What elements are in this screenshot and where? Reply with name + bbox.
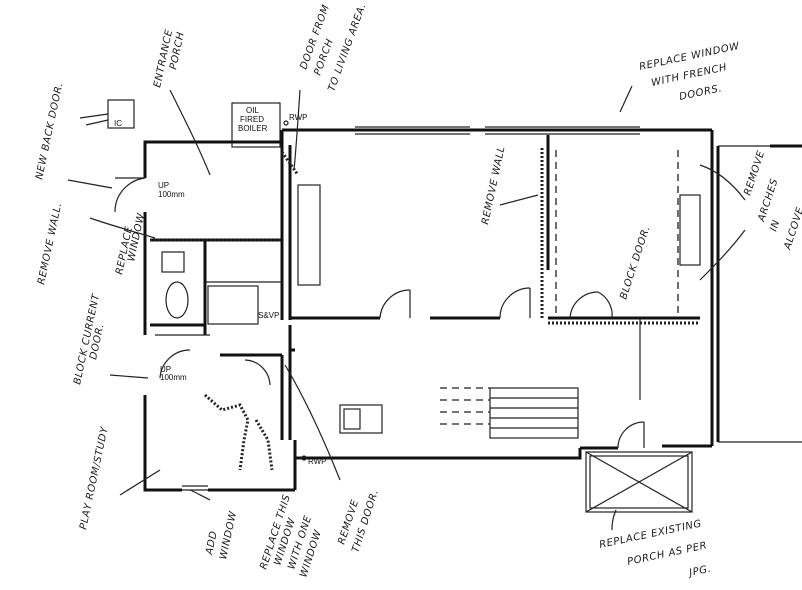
note-arches-4: ALCOVE (782, 206, 802, 252)
note-arches-2: ARCHES (756, 177, 781, 224)
oil-label-3: BOILER (238, 124, 268, 133)
note-play-room: PLAY ROOM/STUDY (78, 425, 111, 530)
hatched-removals (150, 148, 698, 471)
note-remove-door-2: THIS DOOR. (350, 488, 381, 554)
note-add-window-2: WINDOW (218, 510, 239, 561)
interior-walls (150, 135, 700, 440)
porch (585, 451, 693, 513)
note-replace-porch-3: JPG. (686, 564, 712, 580)
ic-label: IC (114, 119, 122, 128)
note-arches-3: IN (768, 218, 782, 232)
note-new-back-door: NEW BACK DOOR. (34, 81, 65, 180)
up-label-2: 100mm (158, 190, 185, 199)
rwp-bottom-marker (301, 455, 307, 461)
doors (114, 177, 645, 449)
note-replace-porch-2: PORCH AS PER (626, 540, 708, 568)
note-arches-1: REMOVE (742, 149, 767, 197)
note-remove-wall-left: REMOVE WALL. (36, 201, 64, 285)
outer-walls (143, 126, 802, 492)
stairs (440, 387, 579, 439)
oil-label-2: FIRED (240, 115, 264, 124)
note-add-window-1: ADD (204, 530, 220, 557)
rwp-bottom-label: RWP (308, 457, 327, 466)
inspection-chamber: IC (79, 99, 135, 129)
up-label-1: UP (158, 181, 169, 190)
svp-label: S&VP (258, 311, 279, 320)
rwp-top-marker (283, 120, 289, 126)
note-french-3: DOORS. (678, 83, 723, 103)
up-lower-label-2: 100mm (160, 373, 187, 382)
up-lower-label-1: UP (160, 365, 171, 374)
oil-boiler: OIL FIRED BOILER (231, 102, 281, 148)
note-block-door: BLOCK DOOR. (618, 224, 652, 301)
oil-label-1: OIL (246, 106, 259, 115)
fixtures (161, 150, 701, 513)
note-remove-wall-top: REMOVE WALL (480, 145, 507, 226)
